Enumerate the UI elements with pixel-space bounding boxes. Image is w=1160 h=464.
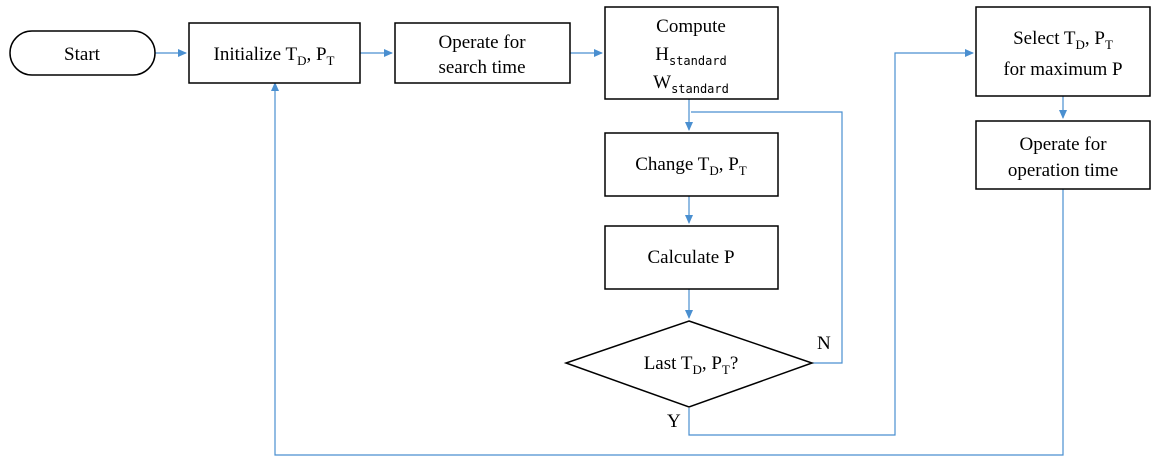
initialize-node: Initialize TD, PT bbox=[188, 22, 361, 84]
operate-search-node: Operate for search time bbox=[394, 22, 571, 84]
compute-node: Compute Hstandard Wstandard bbox=[604, 6, 779, 100]
operate-operation-line1: Operate for bbox=[1019, 134, 1107, 155]
decision-node: Last TD, PT? bbox=[563, 320, 815, 408]
change-node: Change TD, PT bbox=[604, 132, 779, 197]
change-label: Change TD, PT bbox=[635, 154, 747, 178]
branch-label-yes: Y bbox=[667, 411, 681, 432]
calculate-node: Calculate P bbox=[604, 225, 779, 290]
operate-operation-node: Operate for operation time bbox=[975, 120, 1151, 190]
compute-w-standard: Wstandard bbox=[653, 72, 729, 96]
calculate-label: Calculate P bbox=[647, 247, 734, 268]
start-label: Start bbox=[64, 44, 101, 65]
connector-operate-back-to-initialize bbox=[271, 82, 1064, 456]
compute-h-standard: Hstandard bbox=[655, 44, 727, 68]
initialize-label: Initialize TD, PT bbox=[214, 44, 335, 68]
select-line2: for maximum P bbox=[1003, 59, 1122, 80]
connector-decision-no-loop bbox=[691, 111, 843, 364]
compute-line1: Compute bbox=[656, 16, 726, 37]
connectors bbox=[155, 49, 1067, 456]
operate-search-line2: search time bbox=[438, 57, 525, 78]
start-node: Start bbox=[9, 30, 156, 76]
select-node: Select TD, PT for maximum P bbox=[975, 6, 1151, 97]
operate-operation-line2: operation time bbox=[1008, 160, 1118, 181]
select-line1: Select TD, PT bbox=[1013, 28, 1113, 52]
operate-search-line1: Operate for bbox=[438, 32, 526, 53]
connector-decision-yes-to-select bbox=[688, 49, 974, 436]
branch-label-no: N bbox=[817, 333, 831, 354]
decision-label: Last TD, PT? bbox=[644, 353, 739, 377]
